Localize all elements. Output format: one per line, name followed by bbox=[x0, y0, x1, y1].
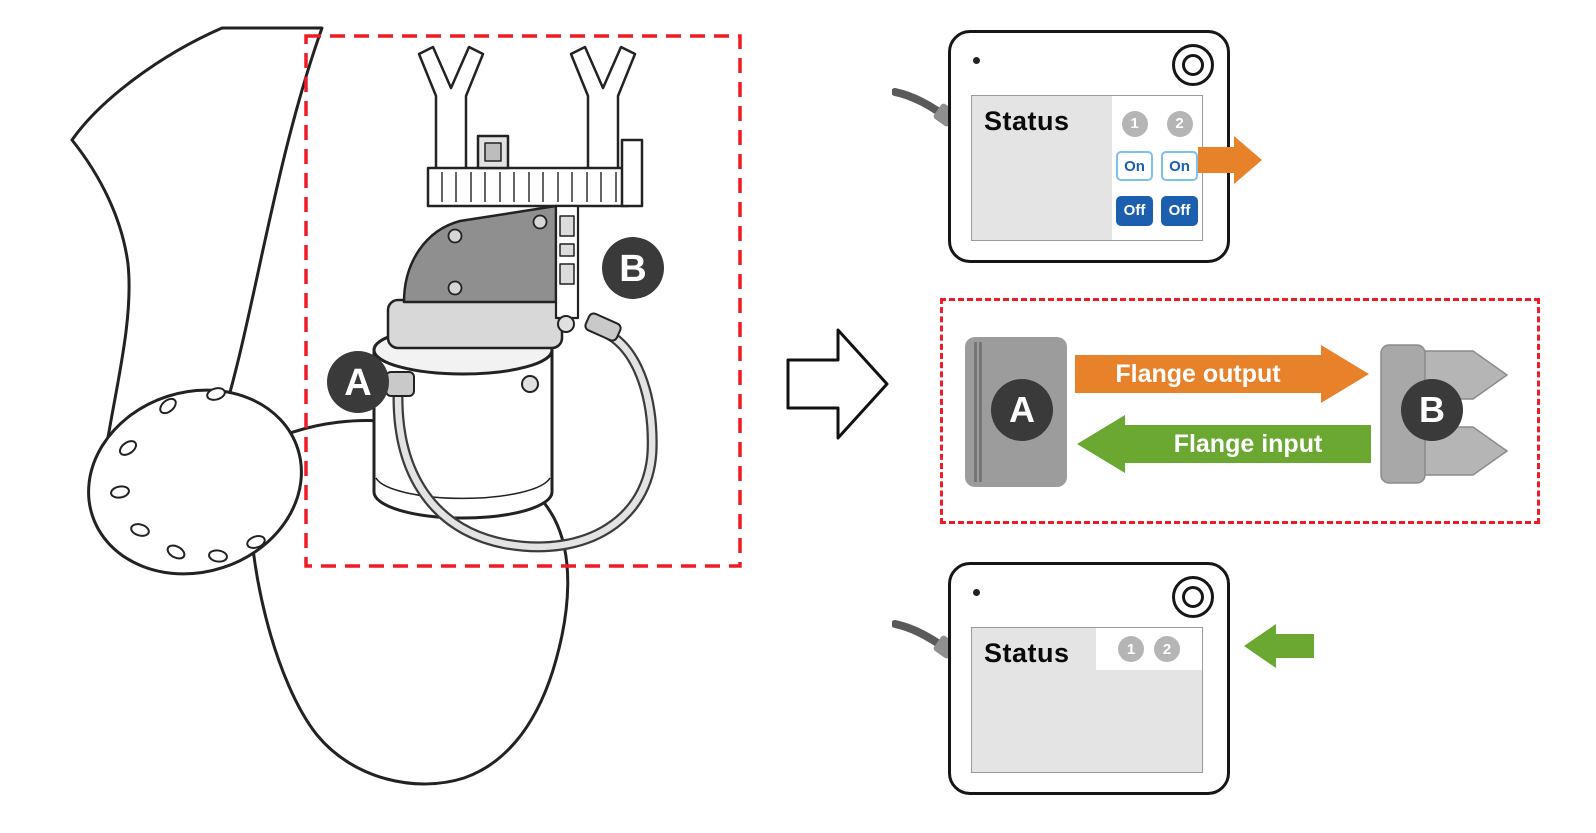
status-title: Status bbox=[984, 106, 1070, 136]
flange-screw-holes bbox=[110, 387, 266, 563]
flange-io-port bbox=[557, 315, 575, 333]
cable-connector-a bbox=[385, 371, 415, 397]
rack-slider-inner bbox=[484, 142, 502, 162]
signal-out-arrow bbox=[1198, 136, 1262, 184]
gripper-assembly bbox=[386, 45, 644, 350]
bracket-screws bbox=[447, 214, 548, 296]
teach-pendant-top: Status 1 2 On On Off Off bbox=[948, 30, 1230, 263]
output-controls: 1 2 On On Off Off bbox=[1112, 96, 1202, 240]
pendant-led-dot bbox=[973, 589, 980, 596]
input-indicator-strip: 1 2 bbox=[1096, 628, 1202, 670]
label-a-text: A bbox=[344, 362, 371, 404]
gripper-highlight-box bbox=[304, 34, 742, 568]
output-channel-2-indicator: 2 bbox=[1166, 110, 1193, 137]
wrist-seam bbox=[375, 477, 551, 500]
flange-input-label: Flange input bbox=[1173, 430, 1323, 458]
robot-arm bbox=[70, 26, 570, 786]
emergency-stop-ring bbox=[1182, 54, 1204, 76]
pendant-cable-bottom bbox=[892, 620, 956, 659]
cable-connector-b bbox=[584, 312, 622, 342]
gripper-base-plate bbox=[386, 298, 564, 350]
emergency-stop-button[interactable] bbox=[1172, 576, 1214, 618]
output-channel-1-indicator: 1 bbox=[1121, 110, 1148, 137]
cable-and-connectors bbox=[385, 312, 658, 553]
teach-pendant-bottom: Status 1 2 bbox=[948, 562, 1230, 795]
robot-arm-illustration: A B bbox=[70, 26, 742, 786]
channel-2-on-button[interactable]: On bbox=[1161, 151, 1198, 181]
flange-output-label: Flange output bbox=[1115, 360, 1281, 388]
rail-slot-2 bbox=[559, 243, 575, 257]
status-title: Status bbox=[984, 638, 1070, 668]
gripper-rack bbox=[426, 166, 630, 208]
pendant-screen-bottom: Status 1 2 bbox=[971, 627, 1203, 773]
tool-finger-bottom bbox=[1424, 426, 1509, 476]
wrist-bolt-right bbox=[521, 375, 539, 393]
flange-io-box: A Flange output Flange input B bbox=[940, 298, 1540, 524]
emergency-stop-ring bbox=[1182, 586, 1204, 608]
channel-1-on-button[interactable]: On bbox=[1116, 151, 1153, 181]
flange-a-badge: A bbox=[991, 379, 1053, 441]
connection-cable bbox=[394, 330, 656, 551]
signal-in-arrow bbox=[1244, 624, 1314, 668]
flange-input-arrow bbox=[1077, 415, 1371, 473]
rack-teeth bbox=[441, 172, 617, 202]
label-b-badge: B bbox=[602, 237, 664, 299]
flange-b-badge: B bbox=[1401, 379, 1463, 441]
emergency-stop-button[interactable] bbox=[1172, 44, 1214, 86]
rail-slot-3 bbox=[559, 263, 575, 285]
input-channel-2-indicator: 2 bbox=[1154, 636, 1180, 662]
gripper-finger-left bbox=[417, 45, 485, 178]
upper-arm bbox=[70, 26, 324, 464]
pendant-screen-top: Status 1 2 On On Off Off bbox=[971, 95, 1203, 241]
label-b-text: B bbox=[619, 248, 646, 290]
rack-end-tab bbox=[620, 138, 644, 208]
label-a-badge: A bbox=[327, 351, 389, 413]
input-channel-1-indicator: 1 bbox=[1118, 636, 1144, 662]
pendant-cable-top bbox=[892, 88, 956, 127]
pendant-led-dot bbox=[973, 57, 980, 64]
rail-slot-1 bbox=[559, 215, 575, 237]
gripper-bracket bbox=[402, 204, 558, 304]
flange-output-arrow bbox=[1075, 345, 1369, 403]
controller-block-spine bbox=[974, 342, 982, 482]
gripper-finger-right bbox=[569, 45, 637, 178]
channel-2-off-button[interactable]: Off bbox=[1161, 195, 1198, 226]
channel-1-off-button[interactable]: Off bbox=[1116, 195, 1153, 226]
flow-arrow bbox=[786, 328, 889, 440]
